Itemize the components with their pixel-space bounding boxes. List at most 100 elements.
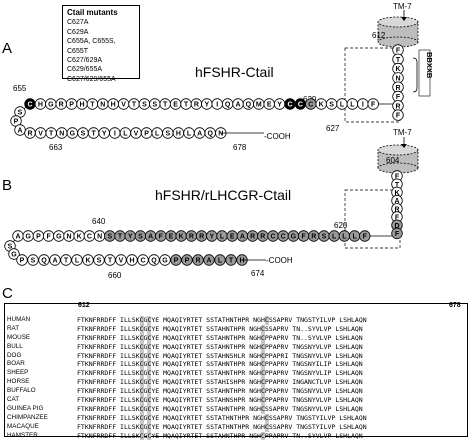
panel-a-residue: K (395, 66, 400, 73)
sequence-segment: YE MQAQIYRTET SSTAHNTHPR NGH (151, 369, 261, 378)
sequence-segment: FTKNFRRDFF ILLSK (77, 413, 140, 422)
panel-a-residue: Y (102, 131, 107, 138)
panel-a-residue: H (38, 102, 43, 109)
panel-b-residue: R (199, 234, 204, 241)
sequence-segment: C (147, 369, 152, 379)
sequence-segment: YE MQAQIYRTET SSTATHNTHPR NGH (151, 422, 265, 431)
panel-b-residue: L (332, 234, 337, 241)
sequence-segment: C (139, 431, 144, 441)
sequence-segment: PPAPRV TNGSNYVLVP LSHLAQN (264, 342, 363, 351)
panel-b-tm7-cylinder: 604 (377, 137, 419, 174)
sequence-segment: YE MQAQIYRTET SSTATHNTHPR NGH (151, 413, 265, 422)
panel-a-residue: P (144, 131, 149, 138)
sequence-segment: YE MQAQIYRTET SSTAHNTHPR NGH (151, 333, 261, 342)
sequence-segment: C (264, 316, 269, 325)
panel-b-residue: R (195, 258, 200, 265)
sequence-segment: C (147, 316, 152, 325)
panel-b-residue: A (52, 258, 57, 265)
sequence-segment: C (139, 413, 144, 423)
species-name: BULL (7, 342, 23, 350)
panel-b-residue: C (270, 234, 275, 241)
sequence-segment: G (143, 431, 148, 440)
panel-a-residue: N (100, 102, 105, 109)
panel-b-residue: C (87, 234, 92, 241)
sequence-segment: G (143, 316, 148, 324)
panel-a-residue: L (350, 102, 355, 109)
panel-b-tm7-label: TM-7 (393, 128, 412, 137)
panel-b-residue: G (11, 252, 17, 259)
bbxxb-motif-label: BBXXB (425, 52, 434, 79)
sequence-segment: C (139, 316, 144, 325)
panel-a-number-627: 627 (326, 124, 340, 133)
sequence-segment: G (143, 342, 148, 351)
sequence-segment: C (147, 404, 152, 414)
sequence-segment: C (147, 422, 152, 432)
sequence-segment: SSAPRV TNGSTYILVP LSHLAQN (268, 422, 367, 431)
panel-a-title: hFSHR-Ctail (195, 64, 274, 80)
panel-a-residue: Q (246, 102, 252, 109)
sequence-segment: YE MQAQIYRTET SSTAHNSHPR NGH (151, 396, 261, 405)
panel-b-residue: S (97, 258, 102, 265)
sequence-segment: YE MQAQIYRTET SSTAHNTHPR NGH (151, 324, 261, 333)
panel-b-residue: S (138, 234, 143, 241)
sequence-segment: C (260, 387, 265, 397)
panel-b-residue: G (25, 234, 31, 241)
panel-a-residue: E (173, 102, 178, 109)
panel-b-residue: V (119, 258, 124, 265)
legend-item: C655A, C655S, C655T (67, 38, 116, 55)
panel-b-residue: A (240, 234, 245, 241)
alignment-start-position: 612 (78, 302, 90, 309)
sequence-segment: C (260, 342, 265, 352)
panel-a-residue: F (396, 48, 401, 55)
legend-title: Ctail mutants (67, 8, 118, 17)
panel-b-residue-circle (359, 230, 371, 242)
species-name: CHIMPANZEE (7, 413, 48, 421)
panel-a-residue: L (155, 131, 160, 138)
species-name: RAT (7, 324, 20, 332)
panel-a-residue: C (298, 102, 303, 109)
panel-a-residue: M (256, 102, 262, 109)
panel-a-residue: T (163, 102, 168, 109)
legend-item: C629A (67, 28, 89, 36)
sequence-segment: C (260, 378, 265, 388)
panel-a-residue: F (396, 94, 401, 101)
panel-b-residue: F (395, 174, 400, 181)
panel-a-residue: S (329, 102, 334, 109)
panel-b-residue: E (230, 234, 235, 241)
panel-b-number-640: 640 (92, 217, 106, 226)
species-name: HAMSTER (7, 431, 38, 439)
ctail-mutants-legend: Ctail mutants C627A C629A C655A, C655S, … (62, 5, 140, 83)
panel-a-residue: S (165, 131, 170, 138)
sequence-segment: YE MQAQIYRTET SSTAHNTHPR NGH (151, 387, 261, 396)
panel-a-residue: A (197, 131, 202, 138)
panel-a-residue: C (287, 102, 292, 109)
panel-a-residue: F (371, 102, 376, 109)
sequence-segment: PPAPRV TNGSNYVLVP LSHLAQN (264, 396, 363, 405)
legend-item: C627/629/655A (67, 75, 116, 83)
panel-a-residue: R (27, 131, 32, 138)
panel-a-cooh: -COOH (264, 132, 291, 141)
panel-b-residue: P (36, 234, 41, 241)
sequence-segment: FTKNFRRDFF ILLSK (77, 378, 140, 387)
panel-a-residue: T (49, 131, 54, 138)
panel-b-residue: P (20, 258, 25, 265)
panel-b-residue: L (220, 234, 225, 241)
panel-b-residue: A (15, 234, 20, 241)
panel-b-tm-number: 604 (386, 156, 400, 165)
sequence-segment: G (143, 404, 148, 413)
panel-a-residue: F (396, 113, 401, 120)
panel-b-residue: F (363, 234, 368, 241)
panel-b-residue: F (159, 234, 164, 241)
panel-b-residue: F (395, 231, 400, 238)
panel-b-residue: G (56, 234, 62, 241)
panel-b-residue: F (395, 215, 400, 222)
panel-a-residue: Q (225, 102, 231, 109)
